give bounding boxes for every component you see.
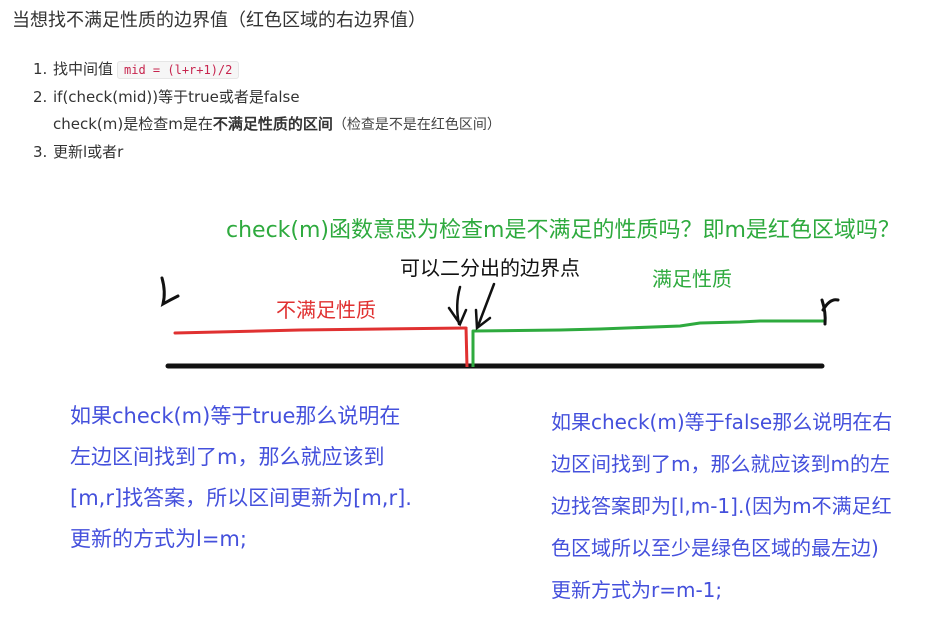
right-explanation-line: 更新方式为r=m-1; — [551, 578, 723, 602]
step-2-detail-bold: 不满足性质的区间 — [212, 115, 333, 133]
l-mark-icon — [160, 276, 180, 308]
diagram-top-note: check(m)函数意思为检查m是不满足的性质吗？即m是红色区域吗？ — [226, 218, 900, 243]
green-region-line — [471, 319, 826, 367]
step-2-text: if(check(mid))等于true或者是false — [53, 88, 300, 106]
left-explanation-line: 如果check(m)等于true那么说明在 — [70, 404, 401, 428]
step-2: 2. if(check(mid))等于true或者是false — [33, 84, 300, 111]
step-3-number: 3. — [33, 143, 48, 161]
mid-formula-code: mid = (l+r+1)/2 — [117, 61, 240, 79]
right-explanation-line: 色区域所以至少是绿色区域的最左边) — [551, 536, 879, 560]
arrow-left-icon — [447, 285, 468, 327]
left-explanation-line: 更新的方式为l=m; — [70, 527, 247, 551]
step-2-detail: check(m)是检查m是在不满足性质的区间（检查是不是在红色区间） — [53, 111, 501, 139]
step-2-detail-paren: （检查是不是在红色区间） — [332, 117, 501, 133]
right-region-label: 满足性质 — [652, 267, 732, 291]
boundary-label: 可以二分出的边界点 — [400, 256, 580, 280]
step-3: 3. 更新l或者r — [33, 139, 123, 166]
right-explanation-line: 边找答案即为[l,m-1].(因为m不满足红 — [551, 494, 892, 518]
left-explanation: 如果check(m)等于true那么说明在 左边区间找到了m，那么就应该到 [m… — [70, 396, 412, 560]
r-mark-icon — [820, 298, 840, 326]
step-1-number: 1. — [33, 60, 48, 78]
arrow-right-icon — [474, 282, 496, 331]
red-region-edge — [464, 326, 469, 368]
step-2-detail-text: check(m)是检查m是在 — [53, 115, 213, 133]
left-region-label: 不满足性质 — [276, 298, 376, 322]
step-2-number: 2. — [33, 88, 48, 106]
left-explanation-line: [m,r]找答案，所以区间更新为[m,r]. — [70, 486, 412, 510]
left-explanation-line: 左边区间找到了m，那么就应该到 — [70, 445, 385, 469]
red-region-line — [173, 326, 468, 335]
right-explanation: 如果check(m)等于false那么说明在右 边区间找到了m，那么就应该到m的… — [551, 401, 892, 611]
number-line — [165, 363, 825, 369]
page-heading: 当想找不满足性质的边界值（红色区域的右边界值） — [12, 10, 426, 31]
step-1-text: 找中间值 — [53, 60, 114, 78]
step-3-text: 更新l或者r — [53, 143, 124, 161]
right-explanation-line: 如果check(m)等于false那么说明在右 — [551, 410, 893, 434]
right-explanation-line: 边区间找到了m，那么就应该到m的左 — [551, 452, 890, 476]
